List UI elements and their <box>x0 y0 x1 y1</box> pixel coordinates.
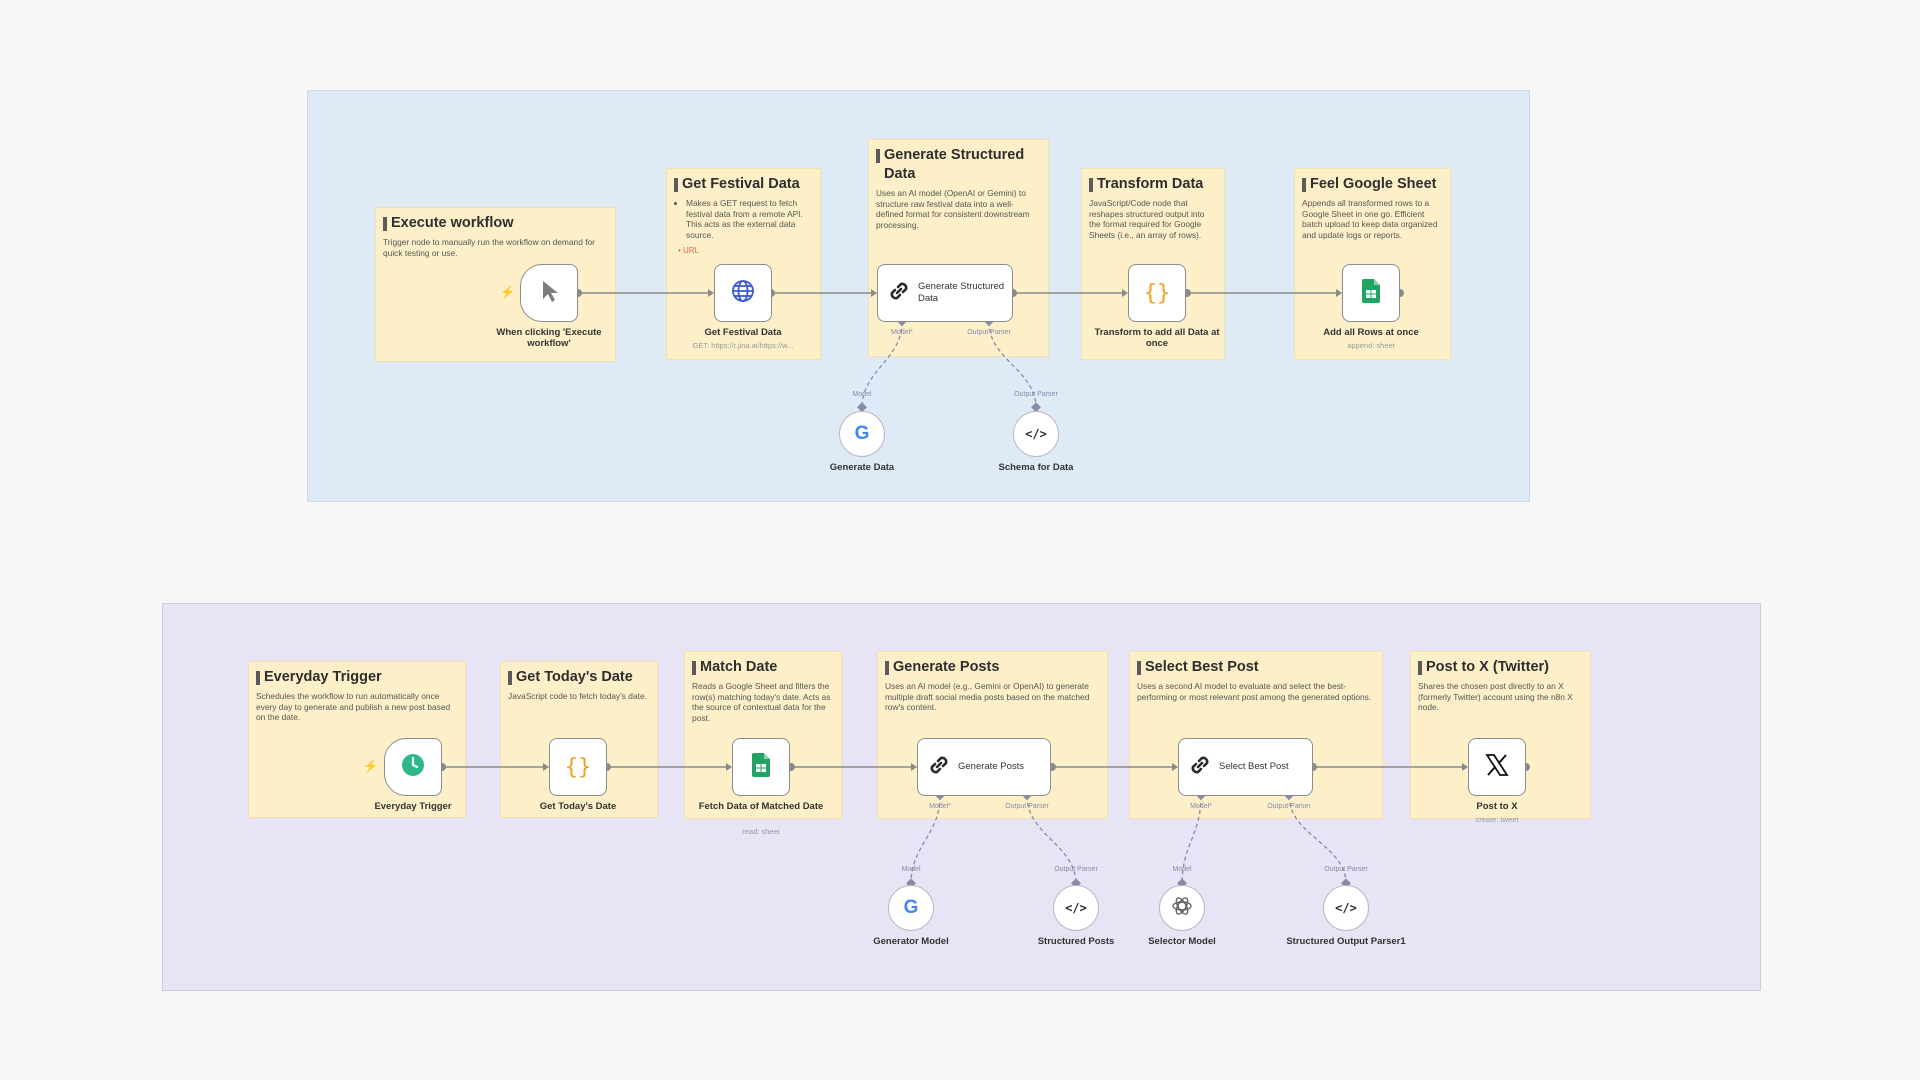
note-title: Generate Posts <box>893 659 1000 675</box>
node-x-twitter[interactable] <box>1468 738 1526 796</box>
node-label: Add all Rows at once <box>1323 327 1419 338</box>
code-braces-icon: {} <box>1143 280 1171 306</box>
node-output-parser-posts[interactable]: </> <box>1053 885 1099 931</box>
node-gemini-generator-model[interactable]: G <box>888 885 934 931</box>
node-subtitle: GET: https://r.jina.ai/https://w... <box>692 341 794 350</box>
node-llm-chain-generate-structured-data[interactable]: Generate Structured Data <box>877 264 1013 322</box>
link-chain-icon <box>886 278 912 309</box>
google-sheets-icon <box>752 752 770 782</box>
node-label: When clicking 'Execute workflow' <box>496 327 602 349</box>
port-label-model: Model <box>901 866 921 873</box>
code-tag-icon: </> <box>1335 901 1357 915</box>
note-description: Appends all transformed rows to a Google… <box>1302 198 1438 240</box>
port-label-output-parser: Output Parser <box>1005 803 1049 810</box>
note-title: Generate Structured Data <box>884 147 1025 182</box>
note-description: Uses an AI model (OpenAI or Gemini) to s… <box>876 188 1030 230</box>
node-label: Get Festival Data <box>704 327 782 338</box>
note-title: Feel Google Sheet <box>1310 176 1437 192</box>
port-label-model: Model <box>1172 866 1192 873</box>
trigger-bolt-icon: ⚡ <box>500 285 515 299</box>
node-schedule-trigger[interactable] <box>384 738 442 796</box>
sticky-note-match-date[interactable]: Match Date Reads a Google Sheet and filt… <box>684 651 842 819</box>
node-subtitle: append: sheet <box>1347 341 1395 350</box>
port-label-output-parser: Output Parser <box>1014 391 1058 398</box>
note-description: Uses a second AI model to evaluate and s… <box>1137 681 1372 702</box>
note-title: Select Best Post <box>1145 659 1259 675</box>
node-label: Everyday Trigger <box>374 801 452 812</box>
clock-icon <box>400 752 426 783</box>
code-tag-icon: </> <box>1025 427 1047 441</box>
node-label: Schema for Data <box>998 462 1074 473</box>
port-label-model: Model <box>852 391 872 398</box>
note-description: Reads a Google Sheet and filters the row… <box>692 681 831 723</box>
node-llm-chain-generate-posts[interactable]: Generate Posts <box>917 738 1051 796</box>
node-inner-label: Generate Posts <box>958 761 1025 772</box>
note-description: Shares the chosen post directly to an X … <box>1418 681 1573 712</box>
note-description: Schedules the workflow to run automatica… <box>256 691 451 722</box>
x-logo-icon <box>1485 753 1509 782</box>
node-label: Generator Model <box>873 936 949 947</box>
node-output-parser-1[interactable]: </> <box>1323 885 1369 931</box>
node-openai-selector-model[interactable] <box>1159 885 1205 931</box>
node-code-todays-date[interactable]: {} <box>549 738 607 796</box>
note-title: Post to X (Twitter) <box>1426 659 1549 675</box>
openai-icon <box>1171 895 1193 922</box>
node-label: Structured Posts <box>1037 936 1115 947</box>
cursor-icon <box>538 279 560 308</box>
code-braces-icon: {} <box>564 754 592 780</box>
google-sheets-icon <box>1362 278 1380 308</box>
port-label-output-parser: Output Parser <box>1267 803 1311 810</box>
port-label-model: Model* <box>929 803 951 810</box>
node-label: Selector Model <box>1148 936 1216 947</box>
node-google-sheets-append[interactable] <box>1342 264 1400 322</box>
note-title: Get Festival Data <box>682 176 800 192</box>
sticky-note-generate-structured-data[interactable]: Generate Structured Data Uses an AI mode… <box>868 139 1049 357</box>
port-label-model: Model* <box>1190 803 1212 810</box>
note-title: Transform Data <box>1097 176 1204 192</box>
link-chain-icon <box>1187 752 1213 783</box>
node-label: Structured Output Parser1 <box>1286 936 1406 947</box>
port-label-output-parser: Output Parser <box>1054 866 1098 873</box>
node-gemini-model[interactable]: G <box>839 411 885 457</box>
node-label: Get Today's Date <box>539 801 617 812</box>
google-g-icon: G <box>903 897 919 918</box>
google-g-icon: G <box>854 423 870 444</box>
note-title: Execute workflow <box>391 215 514 231</box>
globe-icon <box>730 278 756 309</box>
link-chain-icon <box>926 752 952 783</box>
note-description: JavaScript/Code node that reshapes struc… <box>1089 198 1205 240</box>
trigger-bolt-icon: ⚡ <box>363 759 378 773</box>
port-label-output-parser: Output Parser <box>967 329 1011 336</box>
node-subtitle: create: tweet <box>1475 815 1519 824</box>
sticky-note-get-festival-data[interactable]: Get Festival Data Makes a GET request to… <box>666 168 821 360</box>
node-label: Fetch Data of Matched Date <box>698 801 824 812</box>
node-code-transform[interactable]: {} <box>1128 264 1186 322</box>
node-subtitle: read: sheet <box>742 827 780 836</box>
node-output-parser[interactable]: </> <box>1013 411 1059 457</box>
node-inner-label: Generate Structured Data <box>918 281 1005 304</box>
note-bullet: Makes a GET request to fetch festival da… <box>686 198 813 240</box>
code-tag-icon: </> <box>1065 901 1087 915</box>
note-description: Uses an AI model (e.g., Gemini or OpenAI… <box>885 681 1090 712</box>
node-inner-label: Select Best Post <box>1219 761 1289 772</box>
node-manual-trigger[interactable] <box>520 264 578 322</box>
note-title: Everyday Trigger <box>264 669 382 685</box>
note-title: Match Date <box>700 659 778 675</box>
node-label: Transform to add all Data at once <box>1094 327 1220 349</box>
note-title: Get Today's Date <box>516 669 633 685</box>
note-url-bullet: • URL <box>678 246 700 255</box>
node-google-sheets-read[interactable] <box>732 738 790 796</box>
node-llm-chain-select-best-post[interactable]: Select Best Post <box>1178 738 1313 796</box>
port-label-model: Model* <box>891 329 913 336</box>
node-label: Post to X <box>1476 801 1518 812</box>
node-http-request[interactable] <box>714 264 772 322</box>
node-label: Generate Data <box>829 462 895 473</box>
note-description: Trigger node to manually run the workflo… <box>383 237 595 258</box>
sticky-note-transform-data[interactable]: Transform Data JavaScript/Code node that… <box>1081 168 1225 360</box>
note-description: JavaScript code to fetch today's date. <box>508 691 647 701</box>
port-label-output-parser: Output Parser <box>1324 866 1368 873</box>
